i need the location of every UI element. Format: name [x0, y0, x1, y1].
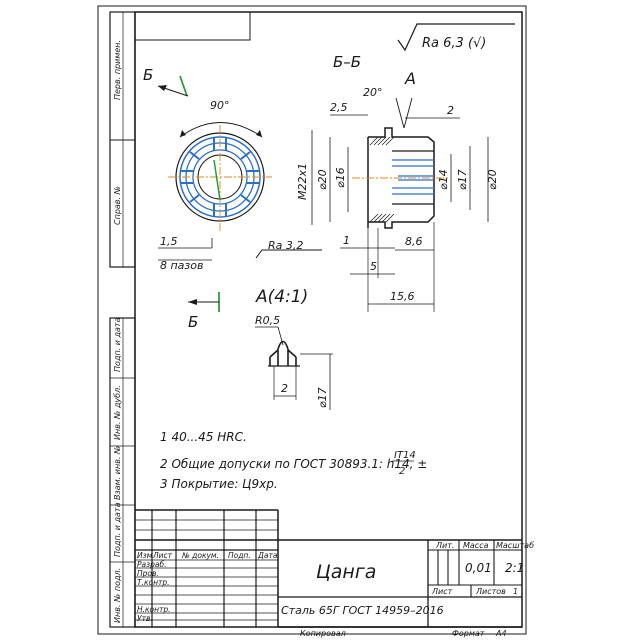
face-roughness-mark — [255, 249, 322, 259]
tb-col-list: Лист — [152, 551, 173, 560]
note-2-denominator: 2 — [399, 466, 405, 477]
strip-inv-dubl: Инв. № дубл. — [113, 385, 122, 440]
part-material: Сталь 65Г ГОСТ 14959–2016 — [281, 604, 444, 617]
tb-row-prov: Пров. — [137, 569, 159, 578]
general-roughness-mark: Ra 6,3 (√) — [397, 23, 515, 52]
detail-label: A(4:1) — [255, 287, 308, 307]
tb-sheet: Лист — [431, 587, 453, 596]
section-hatch-top — [369, 136, 395, 146]
end-view: 90° 1,5 8 пазов — [158, 99, 272, 272]
tb-sheets: Листов — [475, 587, 506, 596]
dim-d20-right: ⌀20 — [486, 169, 499, 190]
note-2: 2 Общие допуски по ГОСТ 30893.1: h14, ± — [160, 457, 427, 471]
strip-sprav: Справ. № — [113, 186, 122, 225]
dim-slot-width: 1,5 — [160, 235, 178, 248]
strip-vzam-inv: Взам. инв. № — [113, 446, 122, 500]
left-strip-lower: Подп. и дата Инв. № дубл. Взам. инв. № П… — [109, 317, 136, 628]
part-name: Цанга — [316, 561, 376, 583]
dim-d20-left: ⌀20 — [316, 169, 329, 190]
tb-copied: Копировал — [300, 629, 346, 638]
note-2-numerator: IT14 — [394, 450, 416, 461]
tb-lit: Лит. — [435, 541, 454, 550]
strip-podp-data-1: Подп. и дата — [113, 317, 122, 372]
dim-d16: ⌀16 — [334, 167, 347, 188]
tb-scale-value: 2:1 — [505, 561, 524, 575]
tb-col-podp: Подп. — [228, 551, 251, 560]
dim-d17: ⌀17 — [456, 169, 469, 190]
cut-marker-top: Б — [143, 66, 189, 97]
section-label: Б–Б — [333, 53, 361, 71]
tb-masshtab: Масштаб — [496, 541, 534, 550]
dim-d14: ⌀14 — [437, 169, 450, 190]
dim-2-top: 2 — [447, 104, 454, 117]
dim-1: 1 — [343, 234, 350, 247]
tb-row-tkontr: Т.контр. — [137, 578, 170, 587]
dim-m22: M22x1 — [296, 163, 309, 200]
dim-2-5: 2,5 — [330, 101, 348, 114]
section-diameter-dims — [311, 130, 489, 225]
roughness-face: Ra 3,2 — [268, 239, 303, 252]
dim-5: 5 — [370, 260, 377, 273]
dim-detail-d17: ⌀17 — [316, 387, 329, 408]
strip-podp-data-2: Подп. и дата — [113, 502, 122, 557]
cut-letter-bottom: Б — [188, 313, 198, 331]
section-slots — [392, 150, 434, 205]
tb-sheets-value: 1 — [513, 587, 518, 596]
tb-col-izm: Изм — [137, 551, 153, 560]
dim-angle-90: 90° — [210, 99, 230, 112]
tb-massa: Масса — [463, 541, 489, 550]
technical-notes: 1 40...45 HRC. 2 Общие допуски по ГОСТ 3… — [160, 430, 427, 491]
tb-row-utv: Утв. — [137, 614, 153, 623]
tb-mass-value: 0,01 — [465, 561, 492, 575]
section-hatch-bottom — [369, 213, 395, 223]
tb-format: Формат — [452, 629, 485, 638]
cut-marker-bottom: Б — [188, 292, 220, 331]
tb-col-data: Дата — [257, 551, 278, 560]
top-left-box — [135, 12, 251, 41]
strip-inv-podl: Инв. № подл. — [113, 568, 122, 623]
title-block: Изм Лист № докум. Подп. Дата Разраб. Про… — [135, 509, 534, 638]
note-1: 1 40...45 HRC. — [160, 430, 247, 444]
dim-15-6: 15,6 — [390, 290, 415, 303]
tb-row-razrab: Разраб. — [137, 560, 166, 569]
note-3: 3 Покрытие: Ц9хр. — [160, 477, 278, 491]
dim-r0-5: R0,5 — [255, 314, 280, 327]
outer-frame — [97, 5, 527, 635]
dim-slot-count: 8 пазов — [160, 259, 204, 272]
detail-marker: A — [404, 69, 416, 88]
dim-angle-20: 20° — [363, 86, 383, 99]
section-view: Б–Б A 20° — [255, 53, 499, 312]
strip-perv-primen: Перв. примен. — [113, 40, 122, 100]
slot-pattern — [180, 137, 260, 217]
tb-row-nkontr: Н.контр. — [137, 605, 171, 614]
tb-col-dokum: № докум. — [181, 551, 219, 560]
dim-detail-2: 2 — [281, 382, 288, 395]
left-strip-upper: Перв. примен. Справ. № — [109, 11, 136, 268]
dim-8-6: 8,6 — [405, 235, 423, 248]
roughness-general: Ra 6,3 (√) — [422, 36, 486, 51]
tb-format-value: А4 — [495, 629, 507, 638]
detail-view: A(4:1) R0,5 2 ⌀17 — [255, 287, 333, 410]
cut-letter-top: Б — [143, 66, 153, 84]
